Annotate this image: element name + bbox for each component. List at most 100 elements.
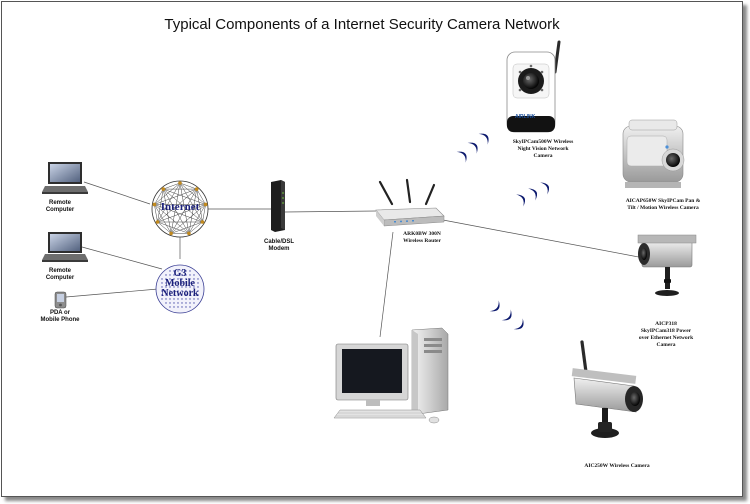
- pda-label-line2: Mobile Phone: [40, 317, 80, 323]
- link-router-desktop: [379, 231, 394, 338]
- network-dot: [189, 302, 191, 304]
- network-dot: [169, 306, 171, 308]
- pda-label-line1: PDA or: [49, 310, 71, 316]
- network-dot: [193, 282, 195, 284]
- network-dot: [185, 290, 187, 292]
- network-dot: [189, 282, 191, 284]
- mesh-link: [163, 182, 181, 190]
- mesh-link: [179, 182, 203, 223]
- mesh-node: [200, 220, 205, 224]
- night-vision-camera-line1: SkyIPCam500W Wireless: [512, 139, 574, 145]
- network-dot: [173, 270, 175, 272]
- mesh-link: [157, 188, 197, 223]
- network-dot: [181, 306, 183, 308]
- network-dot: [181, 290, 183, 292]
- laptop-icon: [42, 162, 88, 194]
- network-dot: [185, 274, 187, 276]
- mesh-link: [163, 188, 190, 234]
- wireless-wave-icon: [456, 133, 489, 163]
- network-dot: [197, 278, 199, 280]
- network-dot: [173, 294, 175, 296]
- network-dot: [173, 306, 175, 308]
- remote-computer-2-label: Remote Computer: [30, 268, 90, 282]
- remote-computer-1-label: Remote Computer: [30, 200, 90, 214]
- network-dot: [197, 286, 199, 288]
- router-icon: [375, 178, 445, 227]
- network-dot: [165, 286, 167, 288]
- ip-camera-icon: [571, 340, 643, 438]
- mesh-node: [194, 187, 199, 191]
- network-dot: [177, 282, 179, 284]
- mesh-link: [170, 188, 197, 234]
- internet-label: Internet: [160, 201, 200, 213]
- poe-camera-label: AICP318 SkyIPCam318 Power over Ethernet …: [622, 321, 710, 349]
- mesh-node: [203, 202, 208, 207]
- network-dot: [189, 278, 191, 280]
- pan-tilt-camera-label: AICAP650W SkyIPCam Pan & Tilt / Motion W…: [608, 198, 718, 212]
- mesh-link: [170, 204, 206, 234]
- wireless-wave-icon: [516, 182, 550, 207]
- network-dot: [193, 298, 195, 300]
- network-dot: [169, 286, 171, 288]
- wave-arc: [501, 309, 512, 321]
- g3-mobile-network-cloud: [155, 264, 205, 314]
- network-dot: [165, 302, 167, 304]
- remote-computer-1-line1: Remote: [48, 200, 71, 206]
- modem-label-line2: Modem: [268, 246, 290, 252]
- mesh-node: [187, 231, 191, 236]
- mesh-link: [188, 189, 197, 234]
- wave-arc: [478, 133, 489, 145]
- mesh-node: [169, 231, 173, 236]
- network-dot: [197, 290, 199, 292]
- network-dot: [177, 290, 179, 292]
- network-dot: [161, 294, 163, 296]
- pda-icon: [54, 291, 67, 309]
- network-dot: [185, 282, 187, 284]
- network-dot: [165, 290, 167, 292]
- network-dot: [161, 278, 163, 280]
- mesh-node: [152, 202, 157, 207]
- network-dot: [169, 278, 171, 280]
- mesh-link: [170, 182, 181, 234]
- mesh-node: [178, 181, 182, 185]
- wireless-signals: [456, 133, 550, 330]
- network-dot: [181, 282, 183, 284]
- network-dot: [189, 306, 191, 308]
- wave-arc: [528, 188, 538, 201]
- network-dot: [189, 290, 191, 292]
- network-dot: [189, 270, 191, 272]
- network-dot: [197, 282, 199, 284]
- mesh-link: [179, 182, 190, 234]
- network-dot: [177, 286, 179, 288]
- link-remote1-internet: [83, 181, 151, 205]
- network-dot: [169, 298, 171, 300]
- mesh-link: [163, 188, 206, 205]
- mesh-link: [154, 204, 203, 223]
- mesh-link: [154, 204, 190, 234]
- router-label-line1: ARK0BW 300N: [403, 231, 441, 237]
- network-dot: [173, 274, 175, 276]
- wave-arc: [540, 182, 550, 195]
- poe-camera-line1: AICP318: [655, 321, 677, 327]
- network-dot: [173, 298, 175, 300]
- network-dot: [177, 278, 179, 280]
- network-dot: [193, 286, 195, 288]
- network-diagram: AIRLINK: [42, 40, 697, 438]
- wave-arc: [489, 300, 500, 312]
- network-dot: [189, 298, 191, 300]
- router-label: ARK0BW 300N Wireless Router: [387, 231, 457, 245]
- mesh-link: [196, 189, 203, 223]
- network-dot: [185, 278, 187, 280]
- mesh-link: [196, 188, 206, 205]
- network-dot: [165, 282, 167, 284]
- wireless-wave-icon: [489, 300, 524, 330]
- network-dot: [169, 270, 171, 272]
- mesh-link: [154, 204, 172, 234]
- network-dot: [181, 294, 183, 296]
- network-dot: [165, 294, 167, 296]
- ip-camera-icon: AIRLINK: [506, 40, 561, 133]
- network-dot: [169, 294, 171, 296]
- mesh-link: [163, 189, 172, 234]
- laptop-icon: [42, 232, 88, 262]
- network-dot: [177, 306, 179, 308]
